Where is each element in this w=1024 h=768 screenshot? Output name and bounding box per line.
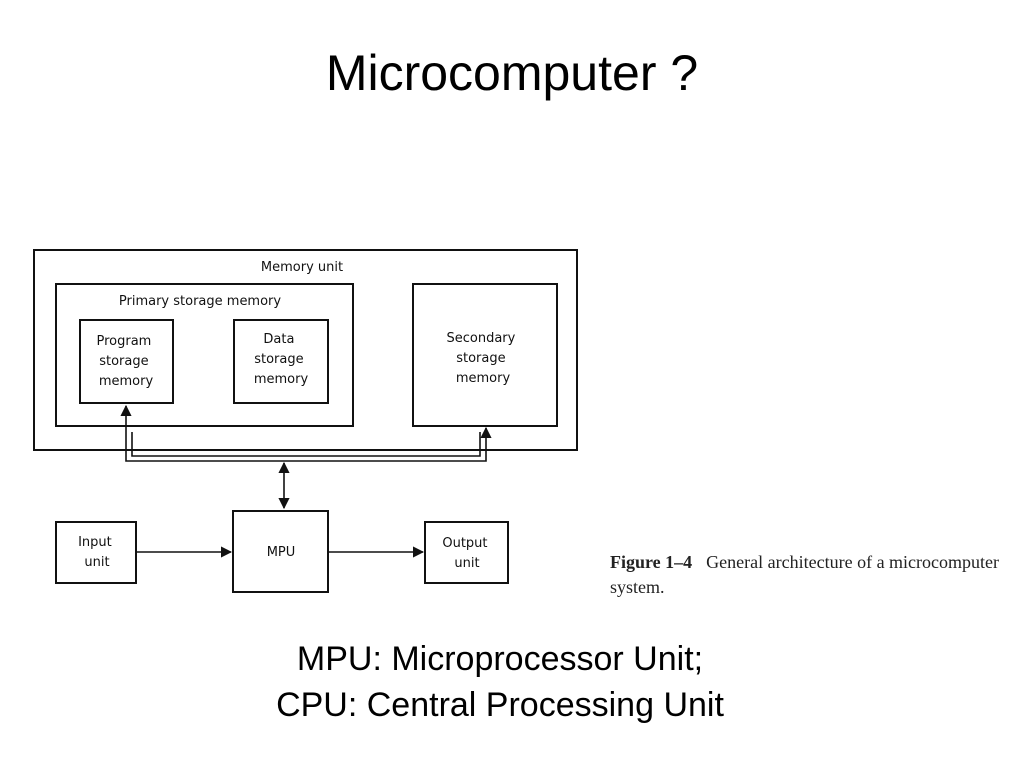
figure-caption-text: General architecture of a microcomputer … [610,552,1000,597]
program-storage-box [79,319,174,404]
memory-unit-box [33,249,578,451]
footnote-line-1: MPU: Microprocessor Unit; [296,640,704,678]
input-unit-box [55,521,137,584]
input-unit-label: Input unit [78,535,116,570]
program-storage-label: Program storage memory [97,334,156,389]
figure-label: Figure 1–4 [610,552,693,572]
mpu-label: MPU [267,545,296,560]
data-storage-box [233,319,329,404]
footnote: MPU: Microprocessor Unit; CPU: Central P… [0,636,1000,728]
slide-title: Microcomputer ? [325,45,699,101]
memory-unit-label: Memory unit [261,260,343,275]
output-unit-box [424,521,509,584]
data-storage-label: Data storage memory [254,332,309,387]
architecture-diagram: Memory unit Primary storage memory Progr… [33,249,578,593]
footnote-line-2: CPU: Central Processing Unit [276,686,724,724]
output-unit-label: Output unit [442,536,491,571]
primary-storage-label: Primary storage memory [119,294,282,309]
memory-bus [120,404,492,462]
secondary-storage-label: Secondary storage memory [447,331,520,386]
